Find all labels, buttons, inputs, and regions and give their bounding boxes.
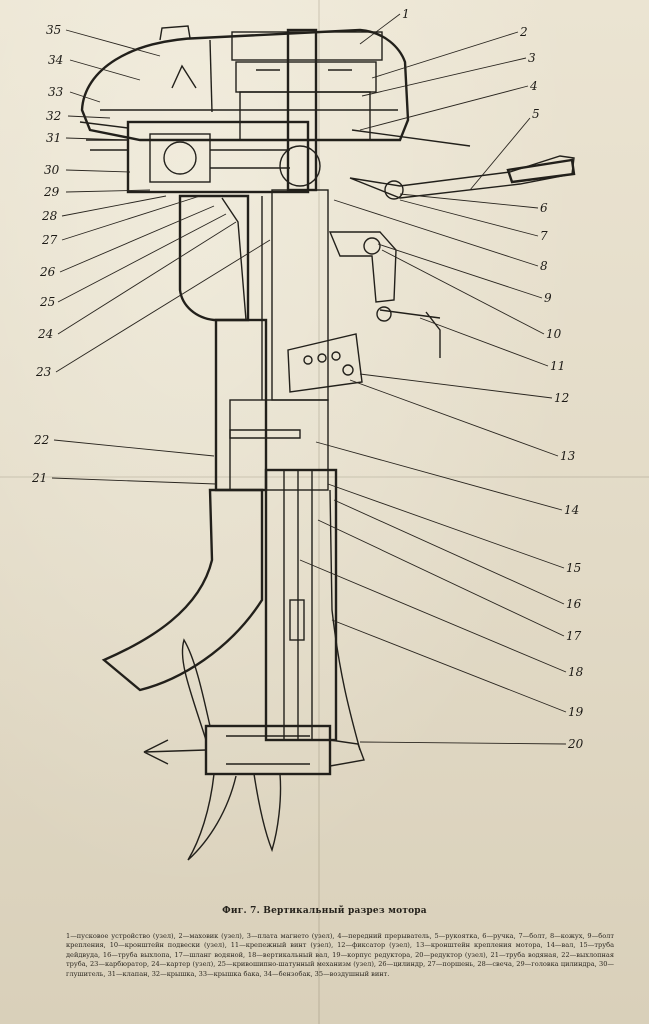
leader-lines-right: [299, 13, 567, 745]
callout-26: 26: [39, 265, 56, 279]
callout-11: 11: [550, 359, 565, 373]
callout-30: 30: [44, 163, 60, 177]
callout-25: 25: [39, 295, 55, 309]
callout-9: 9: [544, 291, 552, 305]
callout-numbers-right: 1 2 3 4 5 6 7 8 9 10 11 12 13 14 15 16 1…: [402, 7, 584, 751]
callout-numbers-left: 35 34 33 32 31 30 29 28 27 26 25 24 23 2…: [31, 23, 64, 485]
callout-13: 13: [560, 449, 576, 463]
callout-17: 17: [566, 629, 582, 643]
cylinder-block: [79, 120, 321, 194]
fuel-tank-housing: [80, 25, 410, 142]
callout-18: 18: [568, 665, 584, 679]
callout-19: 19: [568, 705, 584, 719]
callout-24: 24: [37, 327, 53, 341]
callout-31: 31: [46, 131, 61, 145]
figure-caption-title: Фиг. 7. Вертикальный разрез мотора: [222, 906, 427, 916]
gearbox-propeller: [143, 638, 365, 861]
callout-14: 14: [564, 503, 579, 517]
tiller-handle: [349, 129, 576, 200]
leader-lines-left: [51, 29, 271, 485]
callout-20: 20: [567, 737, 584, 751]
callout-16: 16: [566, 597, 582, 611]
drive-shaft-leg: [214, 318, 338, 742]
callout-23: 23: [35, 365, 52, 379]
callout-12: 12: [554, 391, 569, 405]
callout-15: 15: [566, 561, 581, 575]
cavitation-plate: [101, 488, 361, 751]
figure-caption-legend: 1—пусковое устройство (узел), 2—маховик …: [66, 932, 614, 978]
callout-6: 6: [540, 201, 548, 215]
paper-fold-horizontal: [0, 476, 649, 478]
callout-32: 32: [46, 109, 61, 123]
callout-29: 29: [43, 185, 60, 199]
callout-35: 35: [46, 23, 61, 37]
crankcase: [178, 189, 329, 401]
callout-4: 4: [529, 79, 538, 93]
callout-7: 7: [540, 229, 548, 243]
paper-fold-vertical: [318, 0, 320, 1024]
callout-34: 34: [48, 53, 63, 67]
callout-28: 28: [41, 209, 58, 223]
callout-8: 8: [540, 259, 548, 273]
callout-5: 5: [532, 107, 540, 121]
callout-3: 3: [528, 51, 536, 65]
callout-27: 27: [41, 233, 58, 247]
callout-21: 21: [31, 471, 47, 485]
callout-1: 1: [402, 7, 410, 21]
callout-2: 2: [519, 25, 528, 39]
mounting-bracket: [287, 231, 441, 393]
callout-33: 33: [48, 85, 64, 99]
callout-10: 10: [546, 327, 562, 341]
callout-22: 22: [33, 433, 49, 447]
